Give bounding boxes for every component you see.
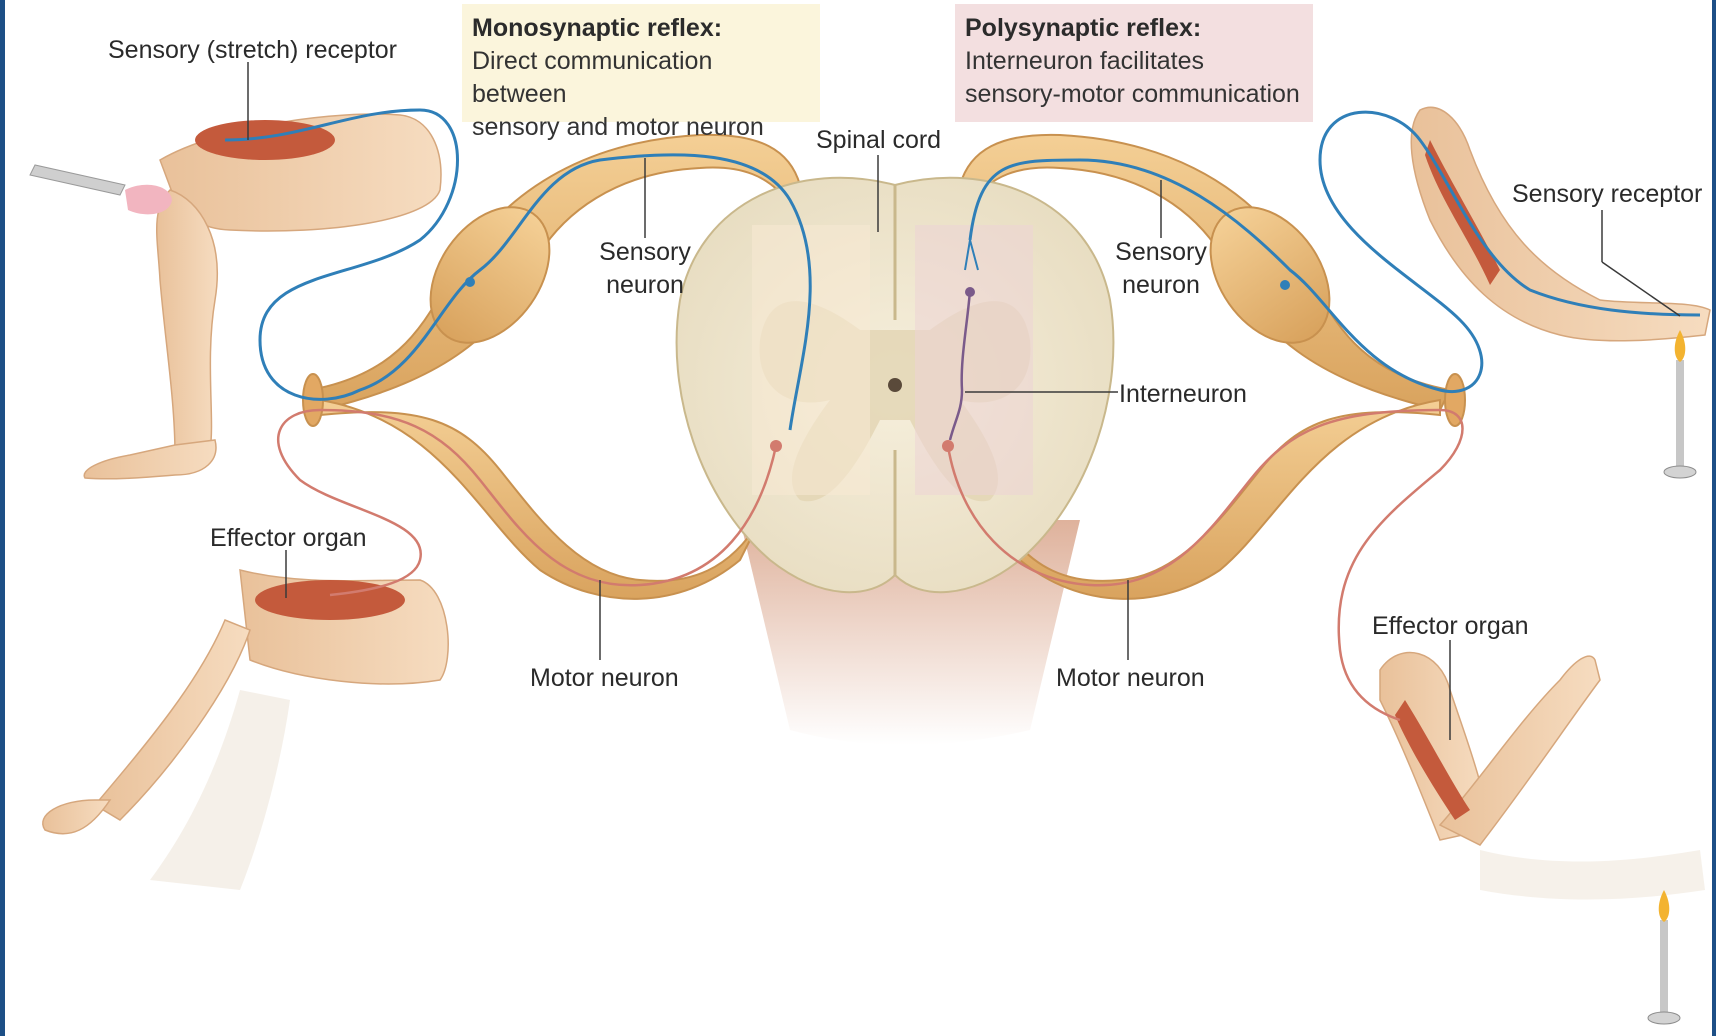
right-lower-arm-ghost — [1480, 850, 1705, 899]
hammer-head — [125, 185, 172, 215]
candle-bottom-base — [1648, 1012, 1680, 1024]
polysynaptic-callout: Polysynaptic reflex: Interneuron facilit… — [955, 4, 1313, 122]
polysynaptic-title: Polysynaptic reflex: — [965, 12, 1303, 45]
label-interneuron: Interneuron — [1119, 378, 1247, 411]
sensory-cell-body-left — [465, 277, 475, 287]
monosynaptic-highlight-panel — [752, 225, 870, 495]
left-upper-shin — [157, 190, 218, 455]
label-effector-organ-left: Effector organ — [210, 522, 367, 555]
monosynaptic-title: Monosynaptic reflex: — [472, 12, 810, 45]
label-motor-neuron-right: Motor neuron — [1056, 662, 1205, 695]
monosynaptic-line-1: Direct communication between — [472, 45, 810, 111]
polysynaptic-line-2: sensory-motor communication — [965, 78, 1303, 111]
label-effector-organ-right: Effector organ — [1372, 610, 1529, 643]
polysynaptic-line-1: Interneuron facilitates — [965, 45, 1303, 78]
candle-bottom-stem — [1660, 920, 1668, 1015]
label-motor-neuron-left: Motor neuron — [530, 662, 679, 695]
label-sensory-neuron-left-line2: neuron — [590, 269, 700, 302]
label-spinal-cord: Spinal cord — [816, 124, 941, 157]
left-upper-foot — [84, 440, 216, 479]
label-sensory-neuron-left-line1: Sensory — [590, 236, 700, 269]
central-canal — [888, 378, 902, 392]
label-sensory-neuron-right-line1: Sensory — [1106, 236, 1216, 269]
right-nerve-cut-end — [1445, 374, 1465, 426]
polysynaptic-highlight-panel — [915, 225, 1033, 495]
label-sensory-neuron-left: Sensory neuron — [590, 236, 700, 302]
label-sensory-neuron-right: Sensory neuron — [1106, 236, 1216, 302]
interneuron-cell-body — [965, 287, 975, 297]
label-sensory-stretch-receptor: Sensory (stretch) receptor — [108, 34, 397, 67]
monosynaptic-line-2: sensory and motor neuron — [472, 111, 810, 144]
reflex-hammer — [30, 165, 125, 195]
left-lower-foot — [43, 800, 110, 834]
candle-top-stem — [1676, 360, 1684, 470]
sensory-cell-body-right — [1280, 280, 1290, 290]
candle-top-base — [1664, 466, 1696, 478]
label-sensory-neuron-right-line2: neuron — [1106, 269, 1216, 302]
monosynaptic-callout: Monosynaptic reflex: Direct communicatio… — [462, 4, 820, 122]
label-sensory-receptor: Sensory receptor — [1512, 178, 1702, 211]
